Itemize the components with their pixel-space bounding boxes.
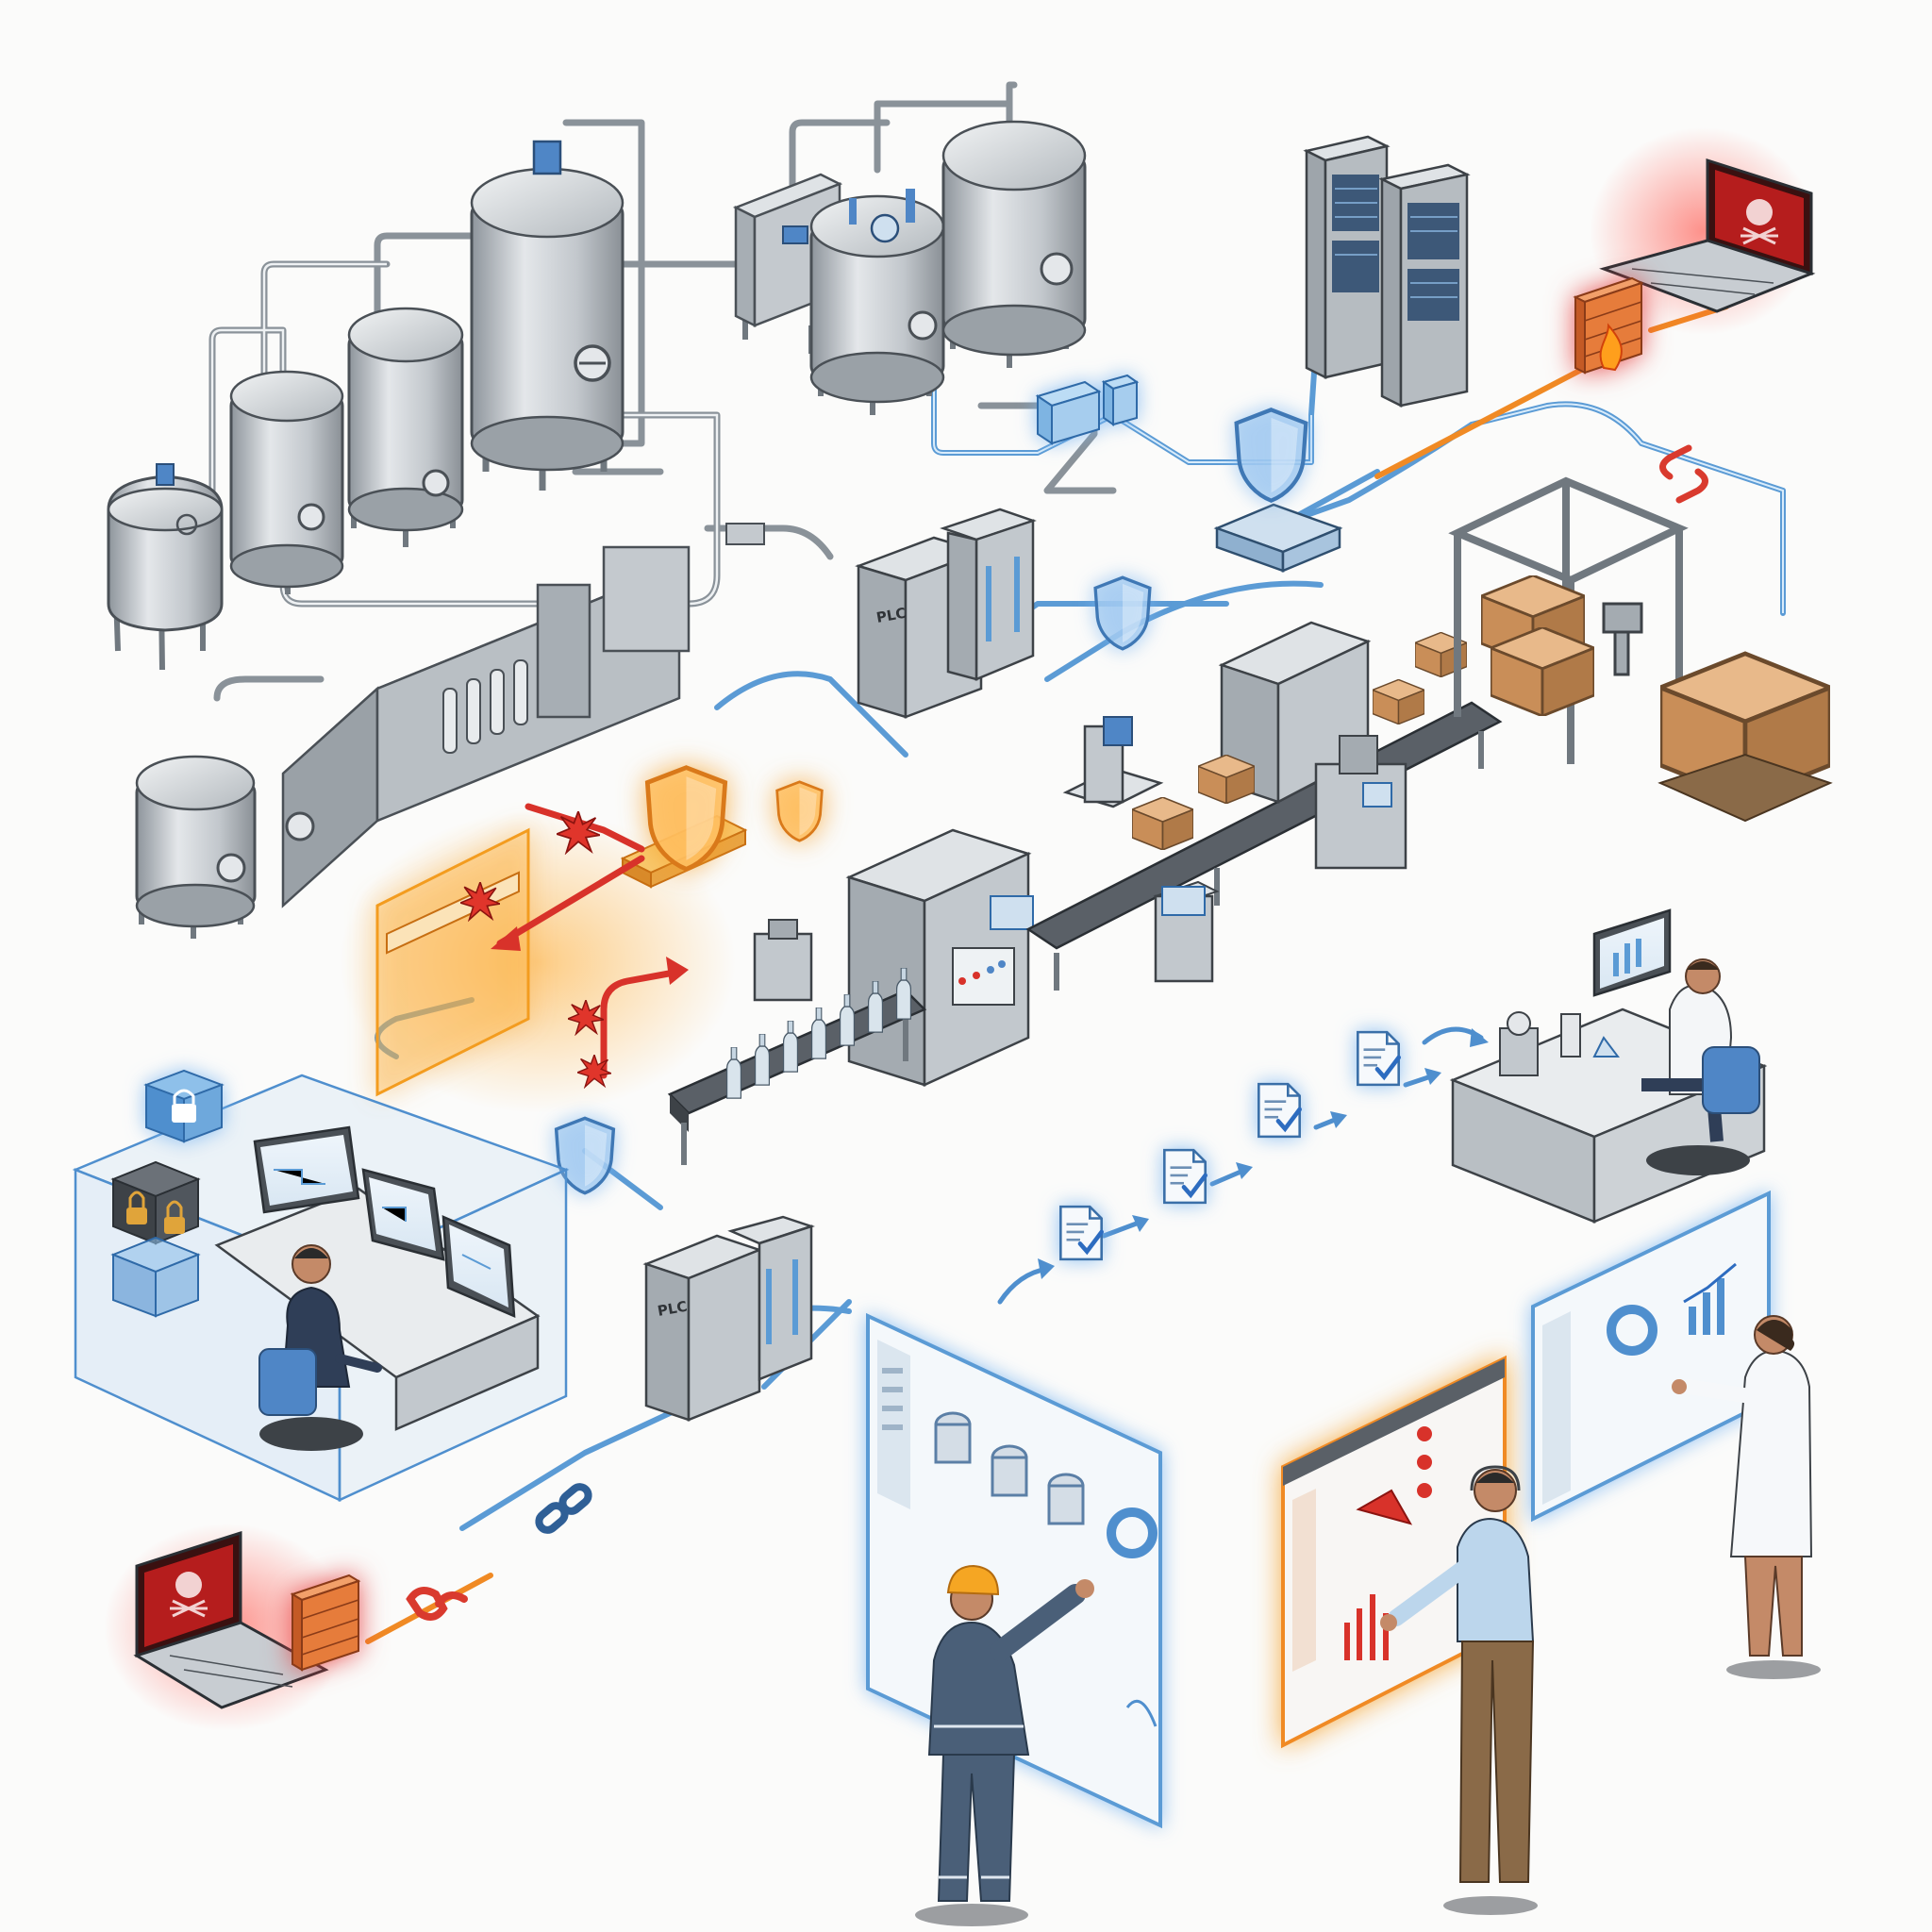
mid-tank-1 <box>229 370 344 594</box>
large-reactor-tank <box>470 140 625 491</box>
field-engineer <box>915 1564 1094 1926</box>
document-check-icon <box>1258 1084 1299 1137</box>
storage-tank-top-right <box>941 120 1087 368</box>
intrusion-attempts <box>496 803 683 1079</box>
secure-link-chain-icon <box>535 1483 592 1534</box>
document-check-icon <box>1060 1207 1101 1259</box>
padlock-icon <box>126 1191 185 1234</box>
bottom-left-tank <box>135 755 257 939</box>
robot-arm <box>1602 602 1643 676</box>
plc-label-bottom: PLC <box>657 1298 689 1320</box>
alarm-hmi-panel <box>1281 1355 1507 1749</box>
batch-record-arrowheads <box>1038 1028 1489 1279</box>
attack-arrowheads <box>491 926 689 985</box>
mixing-vessel <box>809 189 945 415</box>
cartoning-machine <box>1314 735 1407 870</box>
document-check-icon <box>1164 1150 1205 1203</box>
plc-cabinet-top: PLC <box>855 508 1037 719</box>
secondary-shield-icon <box>775 780 824 842</box>
network-appliance <box>1035 374 1140 445</box>
plc-label-top: PLC <box>875 605 908 626</box>
bottle-filling-machine <box>845 828 1034 1087</box>
firewall-top <box>1573 276 1644 375</box>
small-feed-tank <box>107 463 224 671</box>
threat-laptop-top <box>1590 127 1816 335</box>
filter-press-line <box>281 523 765 908</box>
plc-shield-icon <box>1093 575 1152 651</box>
operations-supervisor <box>1380 1465 1538 1915</box>
defense-zone <box>340 768 824 1113</box>
network-shield-icon <box>1237 409 1307 500</box>
operator-console <box>214 1125 541 1431</box>
analytics-hmi-panel <box>1531 1190 1771 1523</box>
lock-icon <box>172 1089 196 1123</box>
control-kiosk <box>1153 880 1220 983</box>
control-room-operator <box>258 1244 382 1451</box>
threat-laptop-bottom <box>104 1524 349 1731</box>
secure-link-glow <box>933 377 1784 613</box>
approved-documents <box>1060 1032 1398 1259</box>
lab-analyst <box>1641 958 1760 1175</box>
capping-robot <box>753 919 813 1002</box>
mid-tank-2 <box>347 307 464 547</box>
labeling-station <box>1062 716 1164 808</box>
server-racks <box>1303 135 1471 408</box>
palletizing-robot-frame <box>1448 476 1689 764</box>
broken-link-top-icon <box>1659 444 1708 504</box>
broken-link-bottom-icon <box>406 1587 468 1621</box>
firewall-bottom <box>290 1574 361 1672</box>
document-check-icon <box>1357 1032 1398 1085</box>
pallet-stack <box>1481 575 1833 823</box>
core-network-switch <box>1213 503 1343 573</box>
quality-scientist <box>1672 1315 1821 1679</box>
plc-cabinet-bottom: PLC <box>642 1215 815 1422</box>
